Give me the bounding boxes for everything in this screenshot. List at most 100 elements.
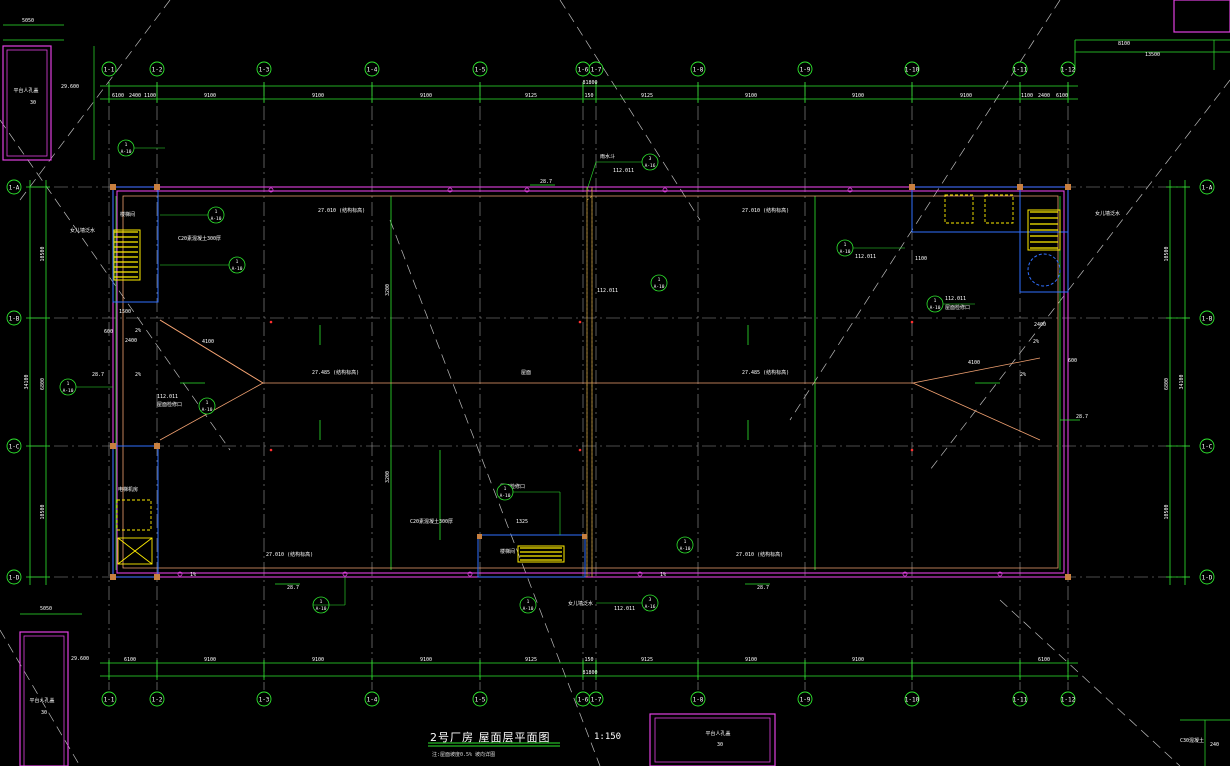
axis-bubbles-right <box>1199 179 1215 585</box>
lift-label: 电梯机房 <box>118 486 138 493</box>
roof-elev-2: 27.010 (结构标高) <box>742 207 789 214</box>
ref-d1: 1 <box>67 381 70 387</box>
expansion-joint <box>586 187 593 577</box>
mid-dim-1: 3200 <box>385 284 391 296</box>
hatch-2: 屋面检修口 <box>500 483 525 490</box>
span-bottom-7: 9125 <box>641 657 653 663</box>
drain-markers <box>177 187 1003 577</box>
top-right-dim2: 13500 <box>1145 52 1160 58</box>
axis-label-bottom-8: 1-8 <box>693 697 704 704</box>
tank-bottom-left <box>19 613 82 766</box>
slope-3: 2% <box>1033 339 1039 345</box>
span-bottom-1: 6100 <box>124 657 136 663</box>
parapet-mid: 女儿墙泛水 <box>568 600 593 607</box>
ref-a2: A-10 <box>121 149 132 155</box>
ref-j2: A-10 <box>654 284 665 290</box>
leader-lines <box>76 147 975 606</box>
axis-label-top-9: 1-9 <box>800 67 811 74</box>
slope-1: 2% <box>135 328 141 334</box>
ref-n2: A-10 <box>840 249 851 255</box>
tank-top-left <box>2 24 95 161</box>
left-dim-2: 6800 <box>40 378 46 390</box>
axis-bubbles-bottom <box>101 691 1076 707</box>
axis-label-bottom-1: 1-1 <box>104 697 115 704</box>
axis-label-bottom-10: 1-10 <box>905 697 920 704</box>
axis-label-bottom-6: 1-6 <box>578 697 589 704</box>
dim-2400-a: 2400 <box>125 338 137 344</box>
ref-c2: A-10 <box>232 266 243 272</box>
stair-walls <box>113 209 1061 563</box>
right-dim-1: 10500 <box>1164 246 1170 261</box>
tank-elev-tl: 29.600 <box>61 84 79 90</box>
drawing-scale: 1:150 <box>594 732 622 742</box>
side-dim-texts: 10500 6800 10500 34100 10500 6800 10500 … <box>24 246 1185 519</box>
axis-label-top-2: 1-2 <box>152 67 163 74</box>
parapet-right: 女儿墙泛水 <box>1095 210 1120 217</box>
dim-600-a: 600 <box>104 329 113 335</box>
stair-treads <box>114 211 1058 561</box>
joint-hatch <box>586 189 593 576</box>
elev-mid-2: 112.011 <box>597 288 618 294</box>
axis-label-top-5: 1-5 <box>475 67 486 74</box>
ref-i2: A-16 <box>645 163 656 169</box>
drain-note: 雨水斗 <box>600 153 615 160</box>
c30-label: C30混凝土 <box>1180 737 1204 744</box>
slope-6: 1% <box>660 572 666 578</box>
ref-g1: 1 <box>504 486 507 492</box>
ref-l2: A-16 <box>645 604 656 610</box>
annotation-texts: 27.010 (结构标高) 27.010 (结构标高) 27.010 (结构标高… <box>22 18 1219 748</box>
ref-h2: A-10 <box>523 606 534 612</box>
dim-1325: 1325 <box>516 519 528 525</box>
left-total: 34100 <box>24 374 30 389</box>
hatch-1: 屋面检修口 <box>157 401 182 408</box>
span-top-1: 6100 <box>112 93 124 99</box>
axis-label-bottom-12: 1-12 <box>1061 697 1076 704</box>
ref-c1: 1 <box>236 259 239 265</box>
right-dim-4: 10500 <box>1164 504 1170 519</box>
span-top-4: 9100 <box>204 93 216 99</box>
stair-rooms <box>112 186 1069 578</box>
tank-depth-bl: 30 <box>41 710 47 716</box>
dim-1100: 1100 <box>915 256 927 262</box>
elev-right: 112.011 <box>855 254 876 260</box>
slope-2: 2% <box>135 372 141 378</box>
gutter-1: 28.7 <box>540 179 552 185</box>
tank-depth-bm: 30 <box>717 742 723 748</box>
ref-d2: A-10 <box>63 388 74 394</box>
building-outline <box>112 186 1069 578</box>
span-bottom-9: 9100 <box>852 657 864 663</box>
dim-4100: 4100 <box>202 339 214 345</box>
ref-f1: 1 <box>320 599 323 605</box>
ref-b1: 1 <box>215 209 218 215</box>
axis-label-bottom-9: 1-9 <box>800 697 811 704</box>
axis-label-top-3: 1-3 <box>259 67 270 74</box>
span-bottom-4: 9100 <box>420 657 432 663</box>
span-top-7: 9125 <box>525 93 537 99</box>
span-bottom-6: 150 <box>584 657 593 663</box>
axis-label-bottom-11: 1-11 <box>1013 697 1028 704</box>
span-bottom-8: 9100 <box>745 657 757 663</box>
grid-lines <box>30 82 1190 690</box>
right-total: 34100 <box>1179 374 1185 389</box>
gutter-5: 28.7 <box>92 372 104 378</box>
dimension-lines <box>26 39 1230 680</box>
dim-4100-b: 4100 <box>968 360 980 366</box>
stair-label-left: 楼梯间 <box>120 211 135 218</box>
bottom-right-num: 240 <box>1210 742 1219 748</box>
dimension-texts: 81800 81800 6100 2400 1100 9100 9100 910… <box>112 80 1068 676</box>
tank-label-bm: 平台人孔盖 <box>705 730 730 737</box>
bottom-right-detail <box>1180 719 1230 766</box>
axis-labels: 1-1 1-2 1-3 1-4 1-5 1-6 1-7 1-8 1-9 1-10… <box>9 67 1213 704</box>
elev-mid-5: 112.011 <box>945 296 966 302</box>
right-dim-2: 6800 <box>1164 378 1170 390</box>
ridge-elev-1: 27.485 (结构标高) <box>312 369 359 376</box>
ref-e2: A-10 <box>202 407 213 413</box>
ref-k1: 1 <box>684 539 687 545</box>
tank-labels: 平台人孔盖 30 29.600 平台人孔盖 30 29.600 平台人孔盖 30 <box>13 84 730 748</box>
top-right-dim: 8100 <box>1118 41 1130 47</box>
span-top-9: 9125 <box>641 93 653 99</box>
span-bottom-3: 9100 <box>312 657 324 663</box>
gutter-3: 28.7 <box>757 585 769 591</box>
axis-label-left-c: 1-C <box>9 444 20 451</box>
